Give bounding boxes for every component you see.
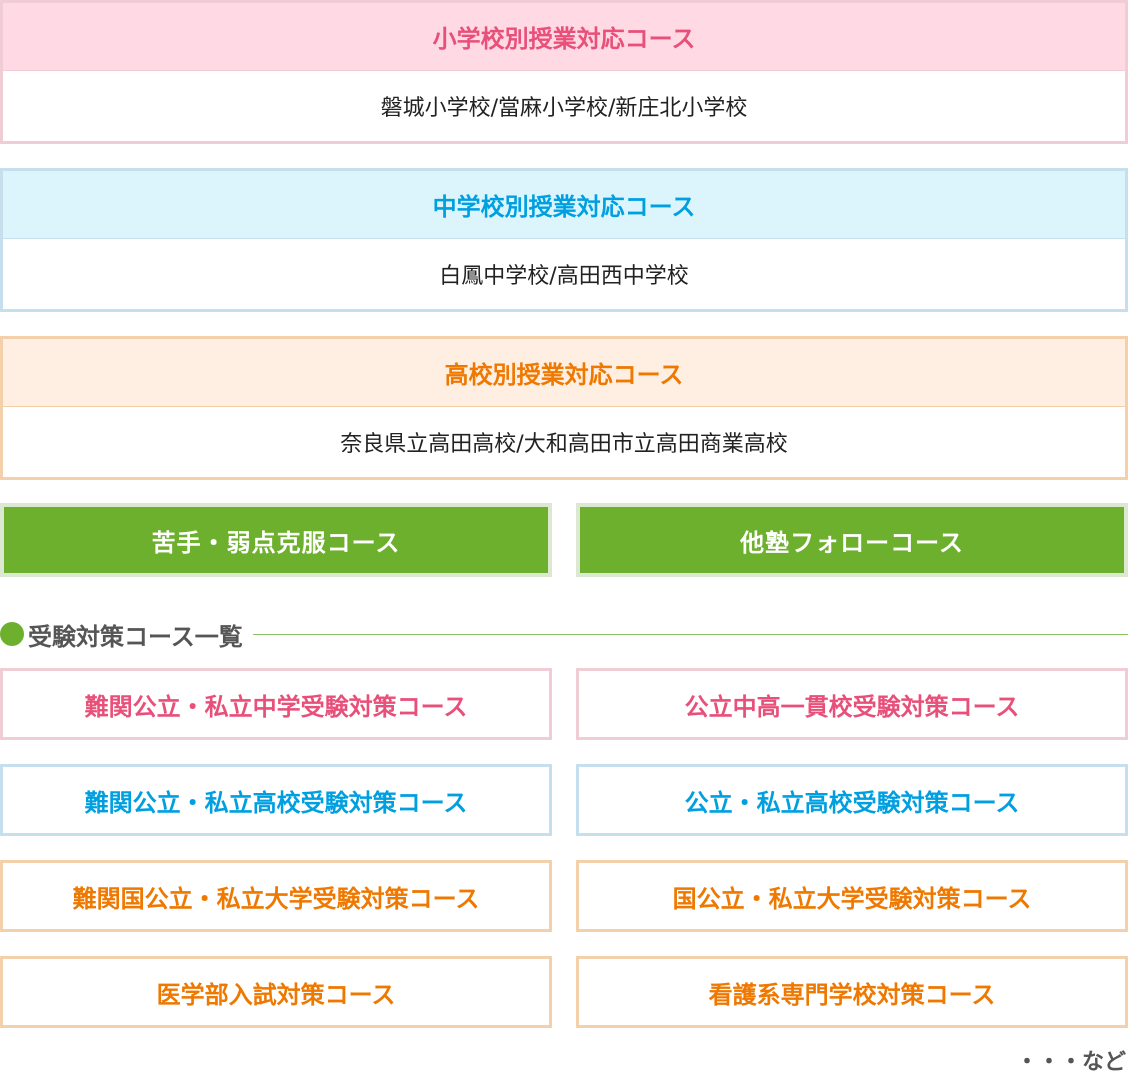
high-school-course-box: 高校別授業対応コース 奈良県立高田高校/大和高田市立高田商業高校 [0,336,1128,480]
section-title: 受験対策コース一覧 [28,622,243,651]
weakness-course-button[interactable]: 苦手・弱点克服コース [0,503,552,577]
exam-course-button[interactable]: 国公立・私立大学受験対策コース [576,860,1128,932]
exam-section-heading: 受験対策コース一覧 [0,618,1128,651]
bullet-dot-icon [0,622,24,646]
elementary-course-box: 小学校別授業対応コース 磐城小学校/當麻小学校/新庄北小学校 [0,0,1128,144]
course-title: 中学校別授業対応コース [3,171,1125,239]
course-schools: 奈良県立高田高校/大和高田市立高田商業高校 [340,432,788,457]
exam-course-button[interactable]: 難関公立・私立中学受験対策コース [0,668,552,740]
divider [252,633,1128,635]
course-title: 小学校別授業対応コース [3,3,1125,71]
course-schools: 白鳳中学校/高田西中学校 [439,264,689,289]
course-schools: 磐城小学校/當麻小学校/新庄北小学校 [380,96,748,121]
other-cram-follow-button[interactable]: 他塾フォローコース [576,503,1128,577]
exam-course-button[interactable]: 難関公立・私立高校受験対策コース [0,764,552,836]
exam-course-button[interactable]: 医学部入試対策コース [0,956,552,1028]
etc-note: ・・・など [1015,1050,1126,1075]
exam-course-button[interactable]: 看護系専門学校対策コース [576,956,1128,1028]
junior-high-course-box: 中学校別授業対応コース 白鳳中学校/高田西中学校 [0,168,1128,312]
exam-course-button[interactable]: 公立・私立高校受験対策コース [576,764,1128,836]
course-title: 高校別授業対応コース [3,339,1125,407]
exam-course-button[interactable]: 公立中高一貫校受験対策コース [576,668,1128,740]
exam-course-button[interactable]: 難関国公立・私立大学受験対策コース [0,860,552,932]
